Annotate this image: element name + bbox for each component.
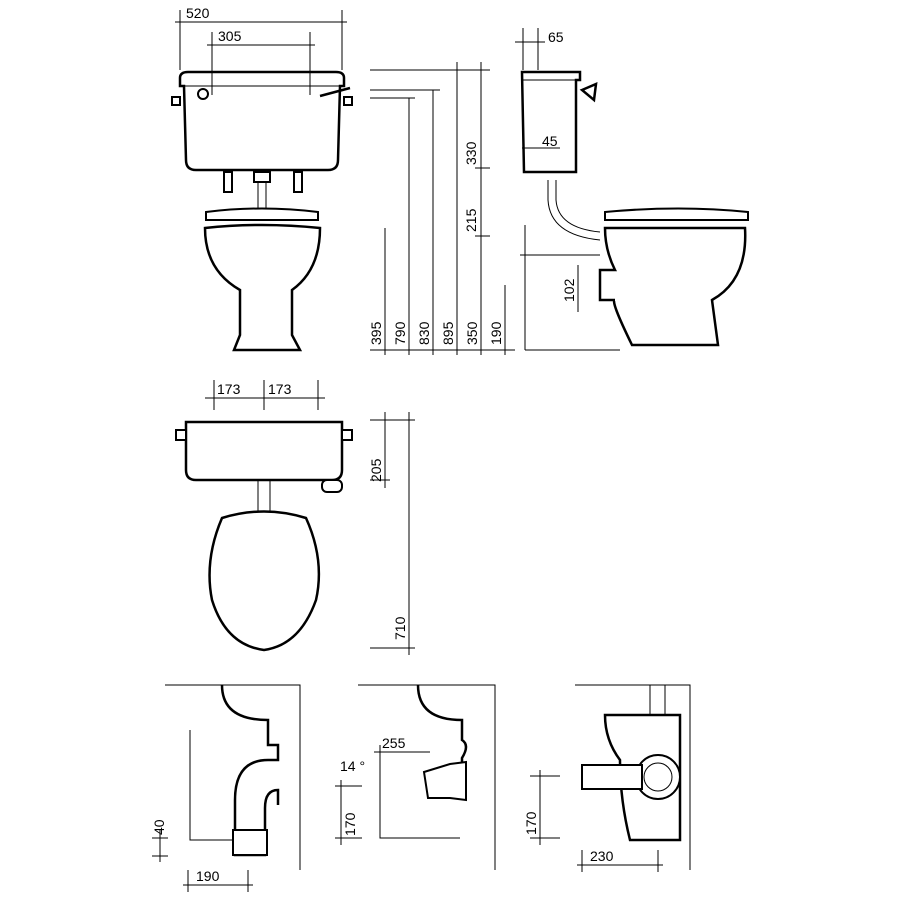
dim-830: 830 — [416, 321, 432, 345]
dim-40: 40 — [151, 819, 167, 835]
dim-102: 102 — [561, 278, 577, 302]
dim-215: 215 — [463, 208, 479, 232]
outlet-angled: 255 14 ° 170 — [335, 684, 496, 870]
dim-190: 190 — [196, 868, 220, 884]
dim-170-p-trap: 170 — [523, 811, 539, 835]
dim-205: 205 — [368, 458, 384, 482]
outlet-s-trap: 40 190 — [151, 684, 301, 892]
dim-45: 45 — [542, 133, 558, 149]
dim-895: 895 — [440, 321, 456, 345]
dim-395: 395 — [368, 321, 384, 345]
side-elevation: 65 45 102 — [515, 28, 749, 351]
front-elevation: 520 305 — [171, 5, 353, 352]
dim-255: 255 — [382, 735, 406, 751]
dim-65: 65 — [548, 29, 564, 45]
dim-350: 350 — [464, 321, 480, 345]
height-dimensions: 330 215 395 790 830 895 350 190 — [368, 62, 515, 355]
dim-520: 520 — [186, 5, 210, 21]
dim-790: 790 — [392, 321, 408, 345]
dim-190: 190 — [488, 321, 504, 345]
dim-170-angled: 170 — [342, 812, 358, 836]
dim-14-degrees: 14 ° — [340, 758, 365, 774]
dim-305: 305 — [218, 28, 242, 44]
dim-173-left: 173 — [217, 381, 241, 397]
dim-230: 230 — [590, 848, 614, 864]
dim-173-right: 173 — [268, 381, 292, 397]
outlet-p-trap: 170 230 — [523, 684, 691, 872]
dim-330: 330 — [463, 141, 479, 165]
dim-710: 710 — [392, 616, 408, 640]
plan-view: 173 173 205 710 — [175, 380, 415, 655]
